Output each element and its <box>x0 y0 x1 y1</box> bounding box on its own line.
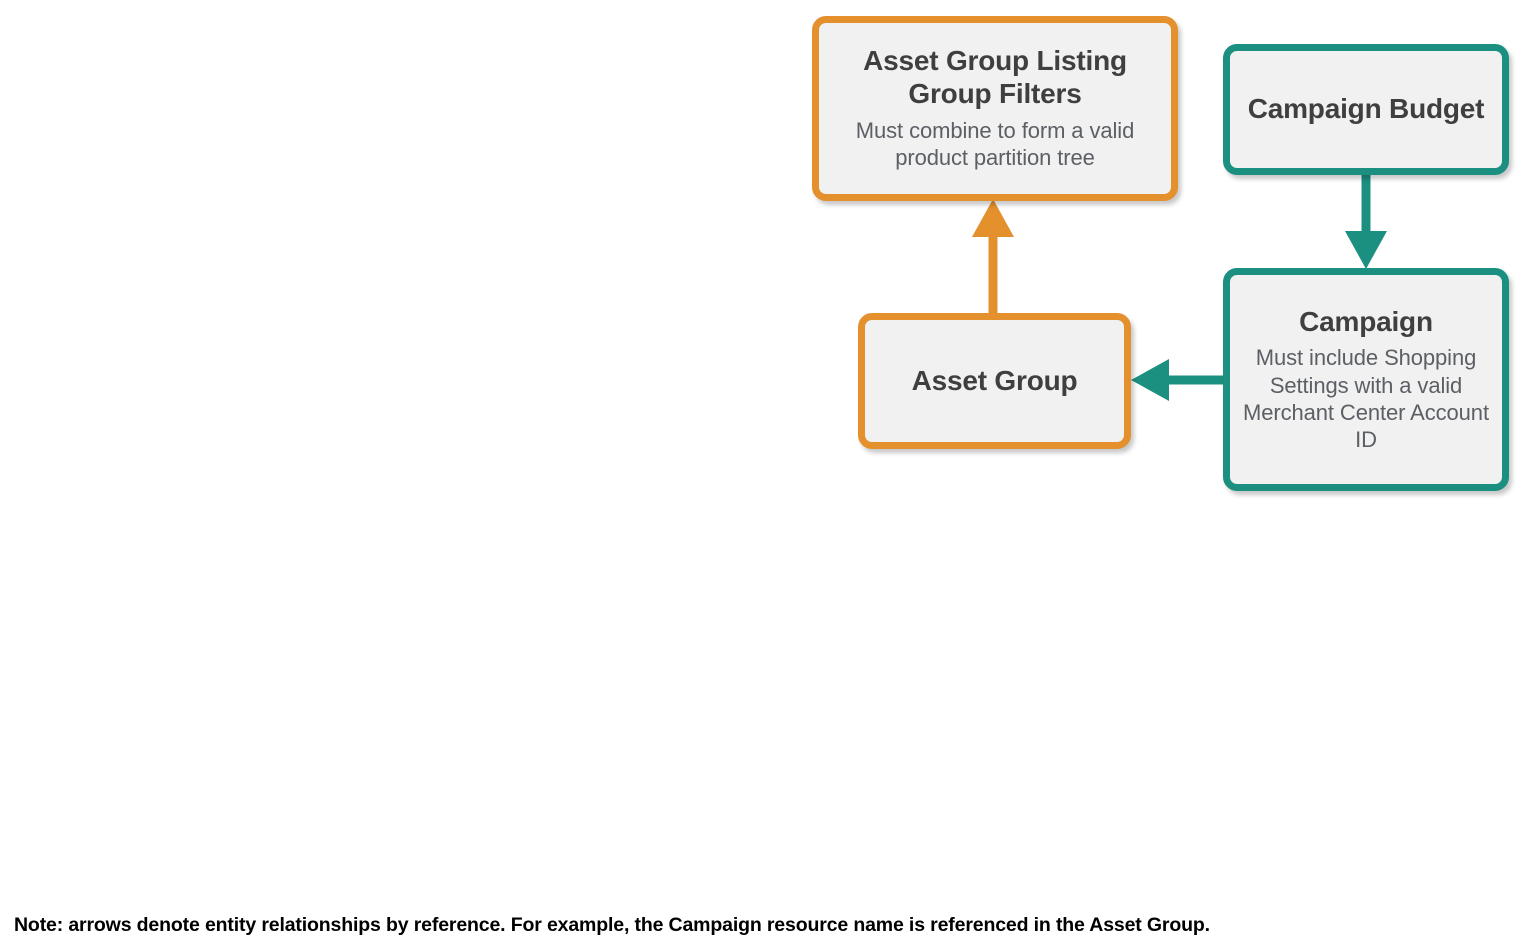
node-title: Campaign <box>1299 305 1433 337</box>
node-title: Asset Group <box>911 364 1078 396</box>
node-campaign-budget[interactable]: Campaign Budget <box>1223 44 1509 175</box>
node-asset-group[interactable]: Asset Group <box>858 313 1131 449</box>
edge-campaign-budget-to-campaign <box>1345 172 1387 269</box>
node-asset-group-listing-group-filters[interactable]: Asset Group Listing Group Filters Must c… <box>812 16 1178 201</box>
node-title: Campaign Budget <box>1247 93 1485 125</box>
node-subtitle: Must include Shopping Settings with a va… <box>1243 345 1489 453</box>
edge-campaign-to-asset-group <box>1131 359 1226 401</box>
node-title: Asset Group Listing Group Filters <box>863 45 1127 110</box>
node-subtitle: Must combine to form a valid product par… <box>855 117 1135 171</box>
node-campaign[interactable]: Campaign Must include Shopping Settings … <box>1223 268 1509 491</box>
edge-asset-group-to-filters <box>972 199 1014 316</box>
diagram-note: Note: arrows denote entity relationships… <box>14 914 1210 936</box>
